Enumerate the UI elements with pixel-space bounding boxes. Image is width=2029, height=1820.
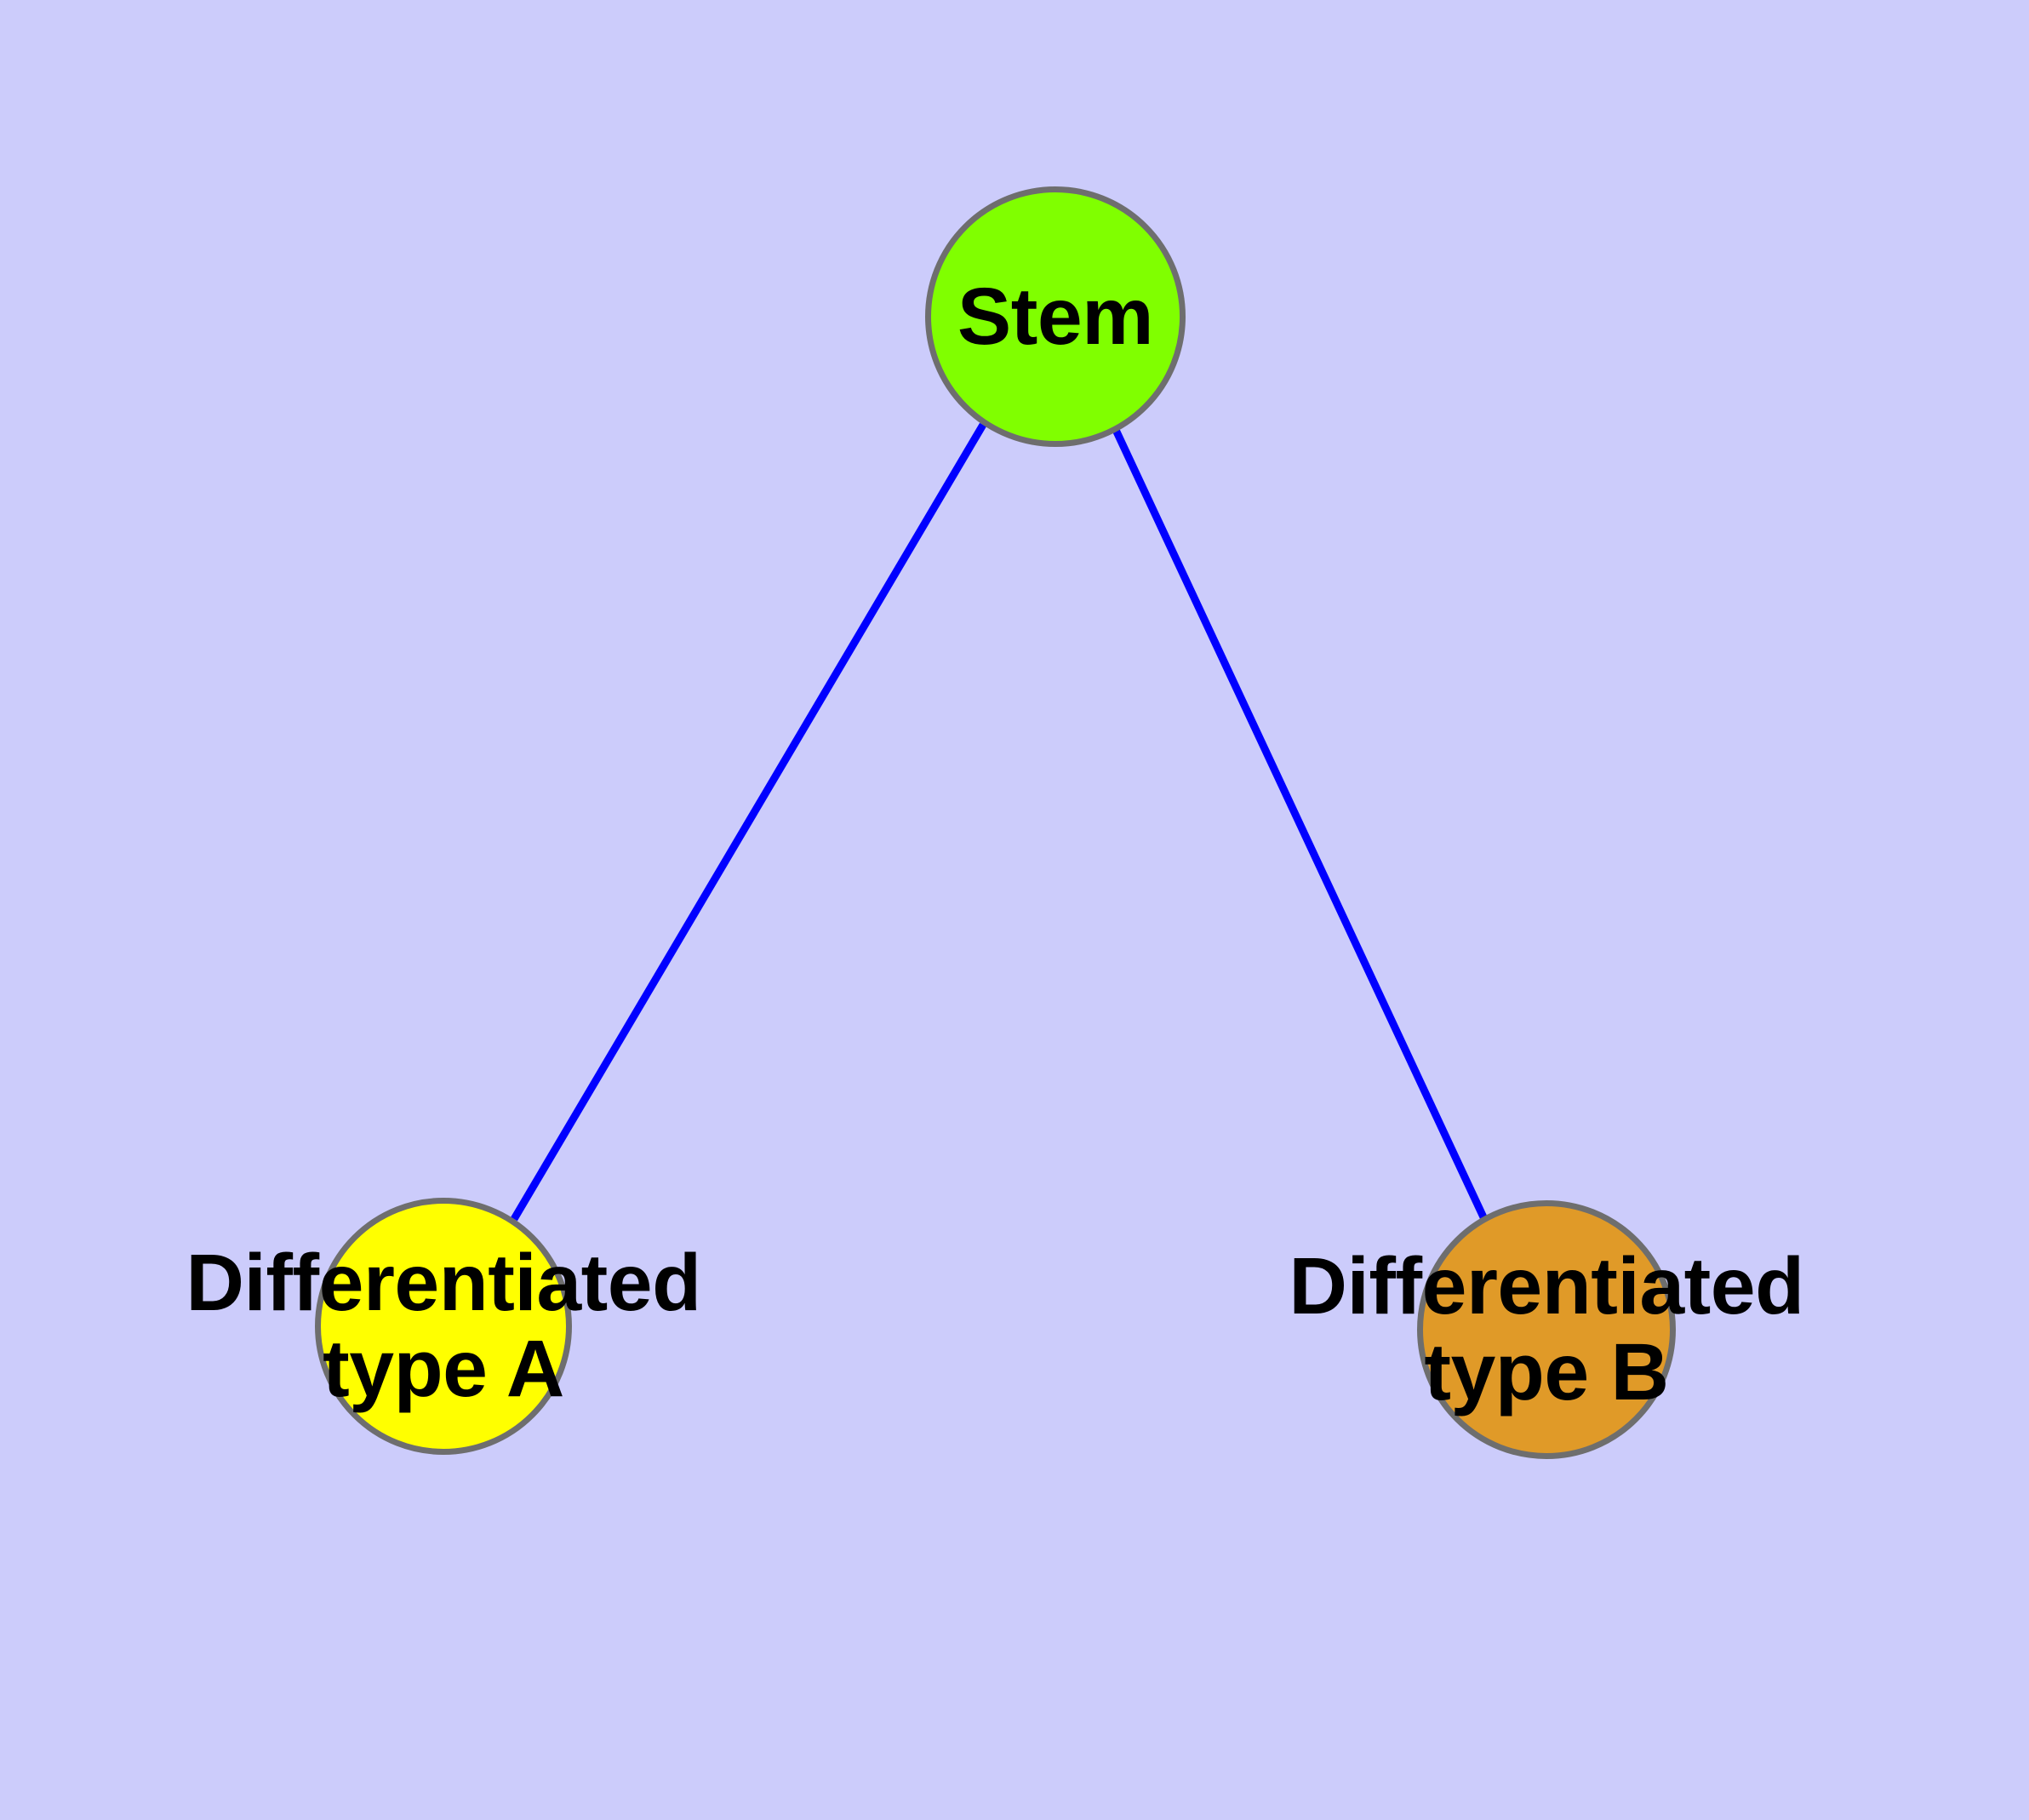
node-stem-label: Stem [957, 271, 1154, 362]
edge-stem-to-diff-a [511, 422, 986, 1222]
node-stem[interactable]: Stem [925, 186, 1186, 447]
node-differentiated-type-b-circle [1417, 1200, 1676, 1459]
node-stem-circle [925, 186, 1186, 447]
edge-stem-to-diff-b [1112, 428, 1489, 1221]
node-differentiated-type-a-circle [315, 1198, 572, 1455]
